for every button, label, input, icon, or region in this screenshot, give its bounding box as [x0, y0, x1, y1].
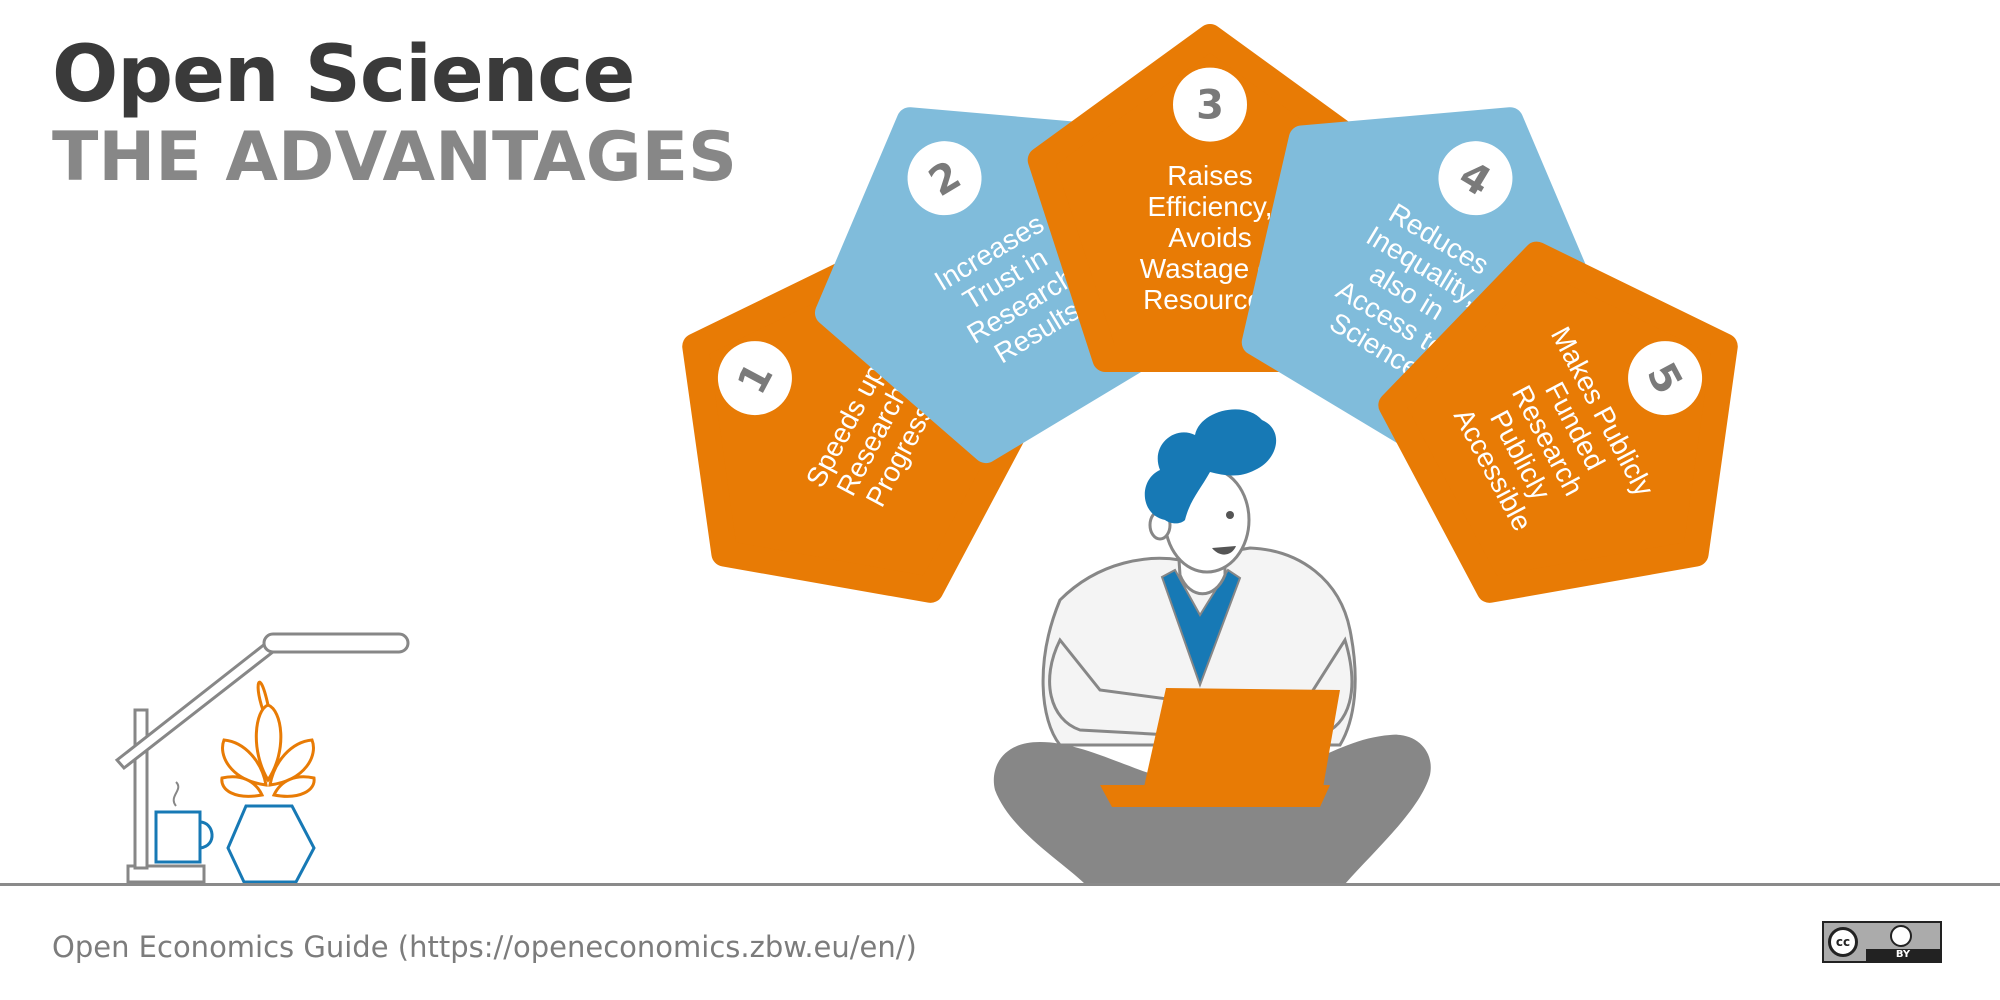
advantage-number-badge — [1173, 67, 1247, 142]
desk-lamp-icon — [114, 632, 410, 884]
cc-by-license-badge: cc BY — [1822, 921, 1942, 963]
floor-line — [0, 883, 2000, 886]
advantage-number: 3 — [1196, 83, 1224, 129]
person-shirt — [1160, 568, 1242, 688]
laptop-screen — [1140, 688, 1340, 805]
footer-source: Open Economics Guide (https://openeconom… — [52, 930, 917, 964]
license-by-text: BY — [1895, 949, 1911, 960]
coffee-cup-icon — [154, 781, 214, 864]
advantage-number-badge — [717, 341, 792, 416]
page-title: Open Science — [52, 30, 635, 120]
cc-icon: cc — [1828, 927, 1858, 957]
person-eye — [1226, 511, 1234, 519]
advantage-pentagon — [1378, 241, 1738, 603]
person-hair — [1144, 409, 1277, 524]
person-with-laptop-illustration — [993, 409, 1431, 884]
advantage-label-line: Raises — [1167, 160, 1253, 191]
advantage-number-badge — [1438, 141, 1513, 216]
person-mouth — [1212, 546, 1236, 555]
advantage-number-badge — [1628, 341, 1703, 416]
advantage-number-badge — [907, 141, 982, 216]
laptop-base — [1100, 785, 1330, 807]
advantage-label-line: Efficiency, — [1147, 191, 1272, 222]
license-by-bar — [1866, 949, 1940, 961]
advantage-label-line: Avoids — [1168, 222, 1252, 253]
page-subtitle: THE ADVANTAGES — [52, 118, 738, 197]
plant-pot-icon — [220, 680, 316, 884]
attribution-person-icon — [1890, 925, 1912, 947]
